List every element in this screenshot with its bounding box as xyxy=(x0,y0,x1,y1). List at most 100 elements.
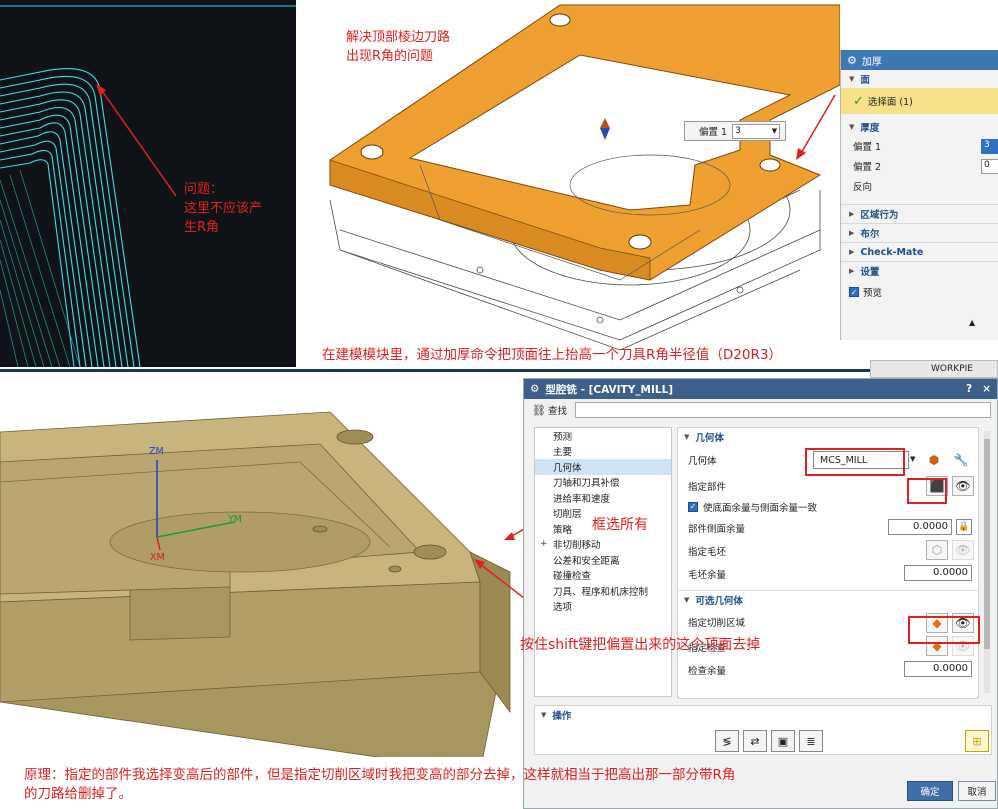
tree-item-collision[interactable]: 碰撞检查 xyxy=(553,571,592,583)
operation-section-header[interactable]: ▼ 操作 xyxy=(541,711,572,722)
chevron-down-icon: ▼ xyxy=(771,127,778,135)
specify-part-row: 指定部件 ⬛ 👁 xyxy=(678,474,978,497)
select-part-icon[interactable]: ⬛ xyxy=(926,476,948,496)
thicken-model-viewport[interactable]: 解决顶部棱边刀路 出现R角的问题 偏置 1 3 ▼ 在建模模块里，通过加厚命令把… xyxy=(300,0,841,370)
offset-handle[interactable]: 偏置 1 3 ▼ xyxy=(684,121,786,141)
tree-item-tolerances[interactable]: 公差和安全距离 xyxy=(553,555,620,567)
help-button[interactable]: ? xyxy=(966,383,973,395)
close-button[interactable]: × xyxy=(982,383,991,395)
part-side-stock-input[interactable]: 0.0000 xyxy=(888,519,952,535)
wrench-icon[interactable]: 🔧 xyxy=(953,453,969,467)
region-behavior-section[interactable]: ▶区域行为 xyxy=(841,204,998,223)
shift-note: 按住shift键把偏置出来的这个顶面去掉 xyxy=(520,637,761,653)
highlight-geometry-select xyxy=(805,448,905,476)
orange-thickened-part xyxy=(329,4,841,351)
find-icon: ⛓ xyxy=(532,403,546,417)
expand-triangle-icon: ▶ xyxy=(849,267,855,275)
find-label: 查找 xyxy=(547,406,567,417)
tree-item-predict[interactable]: 预测 xyxy=(553,431,573,443)
offset2-input[interactable]: 0 xyxy=(981,158,998,174)
settings-tree[interactable]: 预测 主要 几何体 刀轴和刀具补偿 进给率和速度 切削层 策略 +非切削移动 公… xyxy=(534,427,672,697)
use-floor-same-row[interactable]: ✓ 使底面余量与侧面余量一致 xyxy=(688,501,818,514)
cavity-titlebar[interactable]: ⚙ 型腔铣 - [CAVITY_MILL] ? × xyxy=(524,379,997,399)
cavity-mill-dialog[interactable]: ⚙ 型腔铣 - [CAVITY_MILL] ? × ⛓ 查找 预测 主要 几何体… xyxy=(523,378,998,809)
tree-item-cut-levels[interactable]: 切削层 xyxy=(553,509,582,521)
xm-axis xyxy=(156,536,161,551)
gear-icon: ⚙ xyxy=(530,383,540,395)
optional-geometry-header[interactable]: ▼ 可选几何体 xyxy=(684,596,743,607)
tree-item-main[interactable]: 主要 xyxy=(553,447,573,459)
problem-note-line-2: 这里不应该产 xyxy=(184,201,263,216)
ok-button[interactable]: 确定 xyxy=(907,781,953,801)
offset-handle-label: 偏置 1 xyxy=(699,127,728,138)
check-stock-input[interactable]: 0.0000 xyxy=(904,661,972,677)
xm-label: XM xyxy=(150,552,165,563)
list-icon[interactable]: ≣ xyxy=(799,730,823,752)
tree-item-feeds[interactable]: 进给率和速度 xyxy=(553,493,611,505)
use-floor-same-checkbox[interactable]: ✓ xyxy=(688,501,698,512)
select-check-icon[interactable]: ◆ xyxy=(926,636,948,656)
thicken-titlebar[interactable]: ⚙ 加厚 xyxy=(841,50,998,70)
background-window-label: WORKPIE xyxy=(931,364,973,374)
problem-note-line-1: 问题： xyxy=(184,182,224,197)
tree-item-strategy[interactable]: 策略 xyxy=(553,524,573,536)
tree-item-tool-program[interactable]: 刀具、程序和机床控制 xyxy=(553,586,649,598)
select-face-row[interactable]: ✓ 选择面 (1) xyxy=(841,88,998,114)
cavity-model-viewport[interactable]: ZM YM XM xyxy=(0,372,556,773)
expand-triangle-icon: ▶ xyxy=(849,248,855,256)
select-cut-area-icon[interactable]: ◆ xyxy=(926,613,948,633)
face-section-header[interactable]: ▼ 面 xyxy=(849,75,870,86)
geometry-panel: ▼ 几何体 几何体 MCS_MILL ▼ ⬢ 🔧 指定部件 ⬛ 👁 ✓ 使底面余… xyxy=(677,427,979,699)
find-row: ⛓ 查找 xyxy=(524,399,997,421)
collapse-triangle-icon: ▼ xyxy=(541,711,547,719)
find-input[interactable] xyxy=(574,402,991,418)
blank-stock-input[interactable]: 0.0000 xyxy=(904,565,972,581)
boolean-section[interactable]: ▶布尔 xyxy=(841,223,998,242)
highlight-specify-part xyxy=(907,478,947,504)
replay-icon[interactable]: ⇄ xyxy=(743,730,767,752)
principle-line-2: 的刀路给删掉了。 xyxy=(24,786,132,802)
eye-icon[interactable]: 👁 xyxy=(952,613,974,633)
blank-stock-row: 毛坯余量 0.0000 xyxy=(678,562,978,585)
tree-item-tool-axis[interactable]: 刀轴和刀具补偿 xyxy=(553,478,620,490)
zm-label: ZM xyxy=(149,446,164,457)
eye-icon[interactable]: 👁 xyxy=(952,540,974,560)
expand-triangle-icon: ▶ xyxy=(849,210,855,218)
expand-plus-icon[interactable]: + xyxy=(540,539,548,550)
tree-item-options[interactable]: 选项 xyxy=(553,602,573,614)
select-blank-icon[interactable]: ⬡ xyxy=(926,540,948,560)
geometry-row: 几何体 MCS_MILL ▼ ⬢ 🔧 xyxy=(678,446,978,474)
add-operation-icon[interactable]: ⊞ xyxy=(965,730,989,752)
collapse-triangle-icon: ▼ xyxy=(849,123,855,131)
offset1-input[interactable]: 3 xyxy=(981,138,998,154)
panel-scrollbar[interactable] xyxy=(984,431,990,693)
generate-icon[interactable]: ≶ xyxy=(715,730,739,752)
collapse-up-icon[interactable]: ▲ xyxy=(969,318,976,327)
reverse-row[interactable]: 反向 xyxy=(853,182,873,193)
settings-section[interactable]: ▶设置 xyxy=(841,261,998,280)
problem-note-line-3: 生R角 xyxy=(184,220,220,235)
cancel-button[interactable]: 取消 xyxy=(958,781,996,801)
preview-checkbox[interactable]: ✓ xyxy=(849,287,859,297)
geometry-select[interactable]: MCS_MILL xyxy=(813,451,909,469)
check-mate-section[interactable]: ▶Check-Mate xyxy=(841,242,998,261)
top-caption: 在建模模块里，通过加厚命令把顶面往上抬高一个刀具R角半径值（D20R3） xyxy=(322,347,782,363)
new-geometry-icon[interactable]: ⬢ xyxy=(928,453,940,467)
preview-row[interactable]: ✓ 预览 xyxy=(849,287,883,299)
tree-item-geometry[interactable]: 几何体 xyxy=(535,459,671,475)
thickness-section-header[interactable]: ▼ 厚度 xyxy=(849,123,880,134)
lock-icon[interactable]: 🔒 xyxy=(956,519,972,535)
offset2-row: 偏置 2 0 xyxy=(841,156,998,176)
eye-icon[interactable]: 👁 xyxy=(952,476,974,496)
geometry-section-header[interactable]: ▼ 几何体 xyxy=(684,433,724,444)
chevron-down-icon[interactable]: ▼ xyxy=(910,455,916,463)
section-divider xyxy=(0,369,998,372)
offset1-row: 偏置 1 3 xyxy=(841,136,998,156)
tree-item-non-cutting[interactable]: +非切削移动 xyxy=(540,539,601,552)
offset-handle-value[interactable]: 3 ▼ xyxy=(732,123,781,139)
specify-blank-row: 指定毛坯 ⬡ 👁 xyxy=(678,539,978,562)
gear-icon: ⚙ xyxy=(847,53,857,67)
verify-icon[interactable]: ▣ xyxy=(771,730,795,752)
ym-axis xyxy=(156,521,236,538)
thicken-dialog[interactable]: ⚙ 加厚 ▼ 面 ✓ 选择面 (1) ▼ 厚度 偏置 1 3 偏置 2 0 反向… xyxy=(840,50,998,340)
